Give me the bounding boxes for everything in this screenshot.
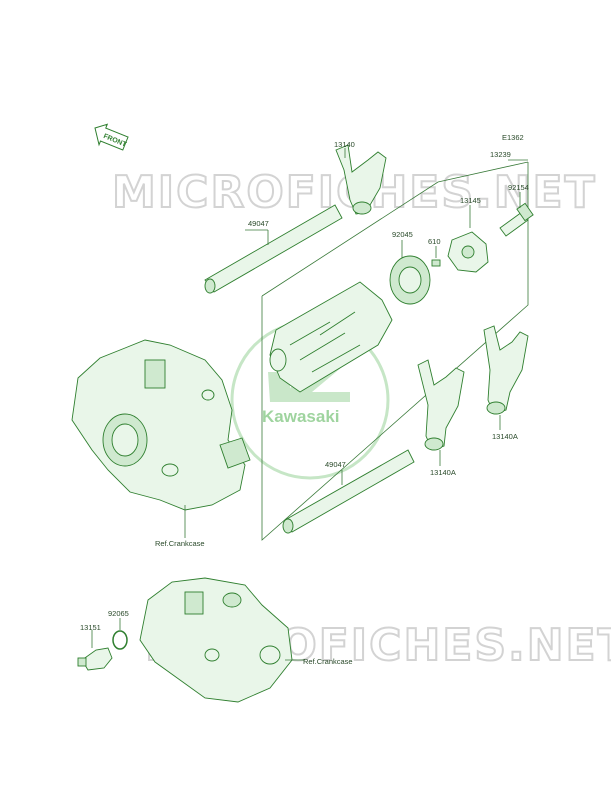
label-610: 610	[428, 237, 441, 246]
ref-crankcase-lower: Ref.Crankcase	[303, 657, 353, 666]
shift-rod-lower	[282, 449, 415, 534]
shift-fork-13140a-right	[483, 325, 529, 415]
crankcase-upper	[71, 339, 251, 511]
assembly-outline	[261, 162, 529, 541]
bolt-92154	[499, 202, 534, 237]
label-92065: 92065	[108, 609, 129, 618]
shift-fork-13140	[335, 144, 387, 215]
shift-fork-13140a-middle	[417, 359, 465, 451]
label-49047-bottom: 49047	[325, 460, 346, 469]
label-92154: 92154	[508, 183, 529, 192]
label-13140: 13140	[334, 140, 355, 149]
shift-drum	[269, 281, 393, 393]
switch-13151	[77, 647, 113, 671]
bearing-92045	[389, 255, 431, 305]
label-13239: 13239	[490, 150, 511, 159]
diagram-code: E1362	[502, 133, 524, 142]
label-13151: 13151	[80, 623, 101, 632]
pin-610	[431, 259, 441, 267]
label-13145: 13145	[460, 196, 481, 205]
front-arrow: FRONT	[94, 123, 129, 151]
front-arrow-icon	[94, 123, 129, 151]
label-13140a-right: 13140A	[492, 432, 518, 441]
logo-brand-text: Kawasaki	[262, 407, 340, 426]
shift-rod-upper	[204, 204, 343, 294]
label-92045: 92045	[392, 230, 413, 239]
label-13140a-middle: 13140A	[430, 468, 456, 477]
label-49047-top: 49047	[248, 219, 269, 228]
shift-drum-cam-13145	[447, 231, 489, 273]
ref-crankcase-upper: Ref.Crankcase	[155, 539, 205, 548]
o-ring-92065	[112, 630, 128, 650]
crankcase-lower	[139, 577, 293, 703]
